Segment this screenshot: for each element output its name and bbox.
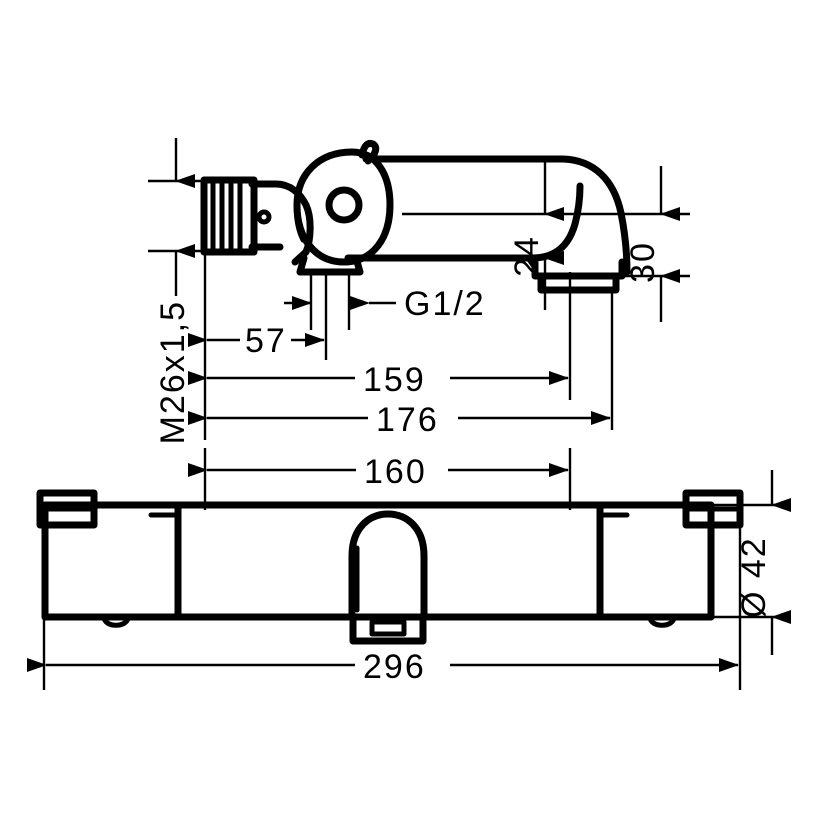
dim-label-42: Ø 42: [735, 536, 773, 618]
saddle-outline: [296, 254, 364, 276]
diverter-outlet-slot: [369, 619, 407, 637]
inlet-connector-body: [200, 176, 314, 266]
spout-outlet-nozzle: [525, 255, 626, 294]
dim-label-57: 57: [245, 322, 287, 360]
dim-label-160: 160: [364, 453, 427, 491]
valve-side-arc: [293, 177, 306, 243]
connector-port-hole: [256, 209, 272, 225]
dim-label-g12: G1/2: [404, 285, 486, 323]
dim-label-296: 296: [363, 648, 426, 686]
valve-mount-saddle: [296, 254, 364, 276]
spout-assembly-view: [200, 139, 631, 294]
dim-label-30: 30: [624, 241, 662, 283]
left-end-cap: [36, 489, 98, 529]
connector-cone-top: [248, 180, 314, 266]
outlet-aerator: [537, 272, 620, 294]
right-end-cap: [682, 489, 744, 529]
dim-label-m26: M26x1,5: [154, 300, 192, 444]
mixer-main-body: [41, 501, 715, 621]
dim-label-176: 176: [376, 401, 439, 439]
dim-label-159: 159: [363, 361, 426, 399]
outlet-lip: [525, 255, 538, 271]
spout-top-curve: [362, 155, 631, 276]
diverter-dome-outline: [348, 510, 428, 621]
valve-head-disc: [293, 139, 394, 266]
outlet-collar: [531, 258, 626, 280]
mixer-body-view: [36, 489, 744, 645]
underside-bump-right: [647, 614, 677, 628]
top-view-dimensions: M26x1,5 24 30 G1/2 57 159 176: [148, 138, 690, 510]
dim-label-24: 24: [508, 235, 546, 277]
center-diverter-handle: [348, 510, 428, 645]
diverter-base-plate: [349, 613, 427, 645]
bottom-view-dimensions: Ø 42 296: [27, 470, 791, 690]
valve-center-hole: [325, 186, 363, 224]
valve-tab-icon: [358, 139, 380, 165]
underside-bump-left: [101, 614, 131, 628]
